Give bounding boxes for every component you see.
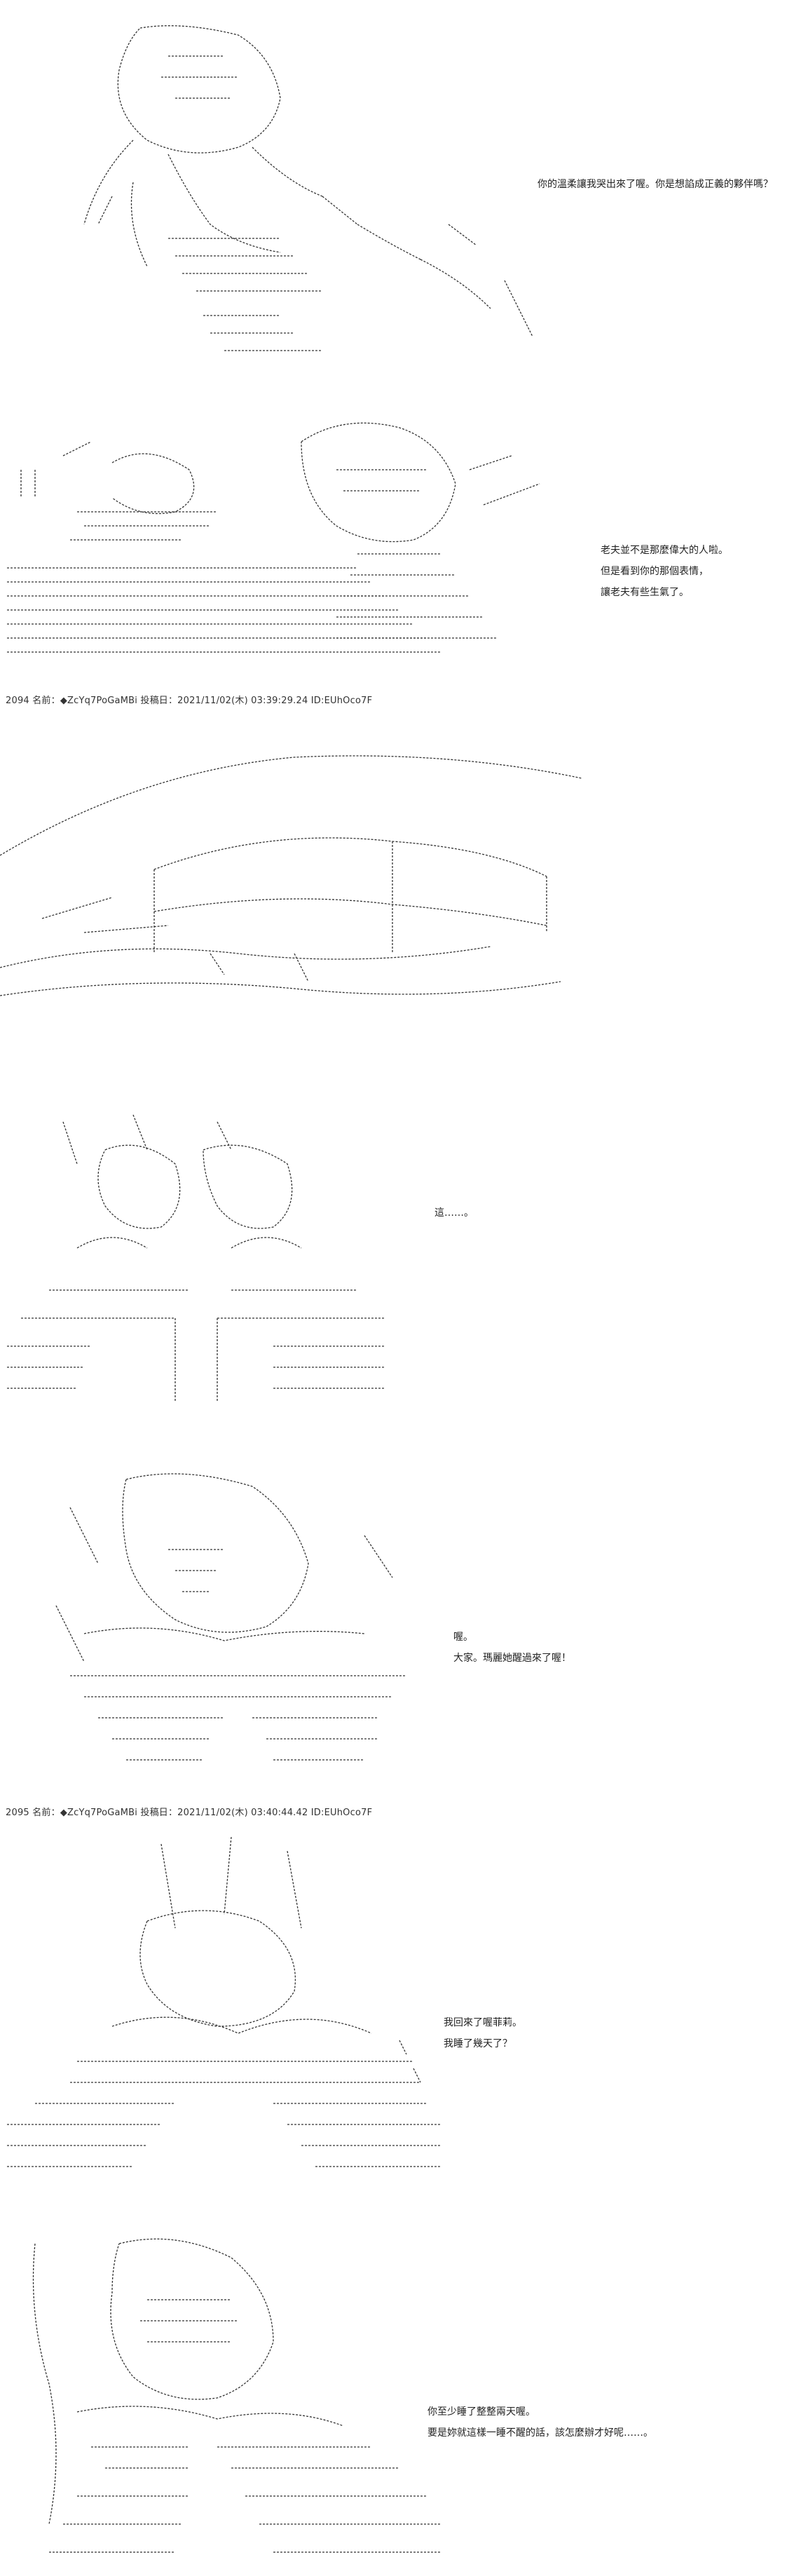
dialogue-line: 喔。 <box>453 1632 473 1643</box>
ascii-art-panel-2 <box>7 422 540 653</box>
dialogue-line: 我睡了幾天了？ <box>444 2038 512 2049</box>
dialogue-line: 要是妳就這樣一睡不醒的話，該怎麼辦才好呢……。 <box>427 2427 653 2439</box>
dialogue-box: 喔。 大家。瑪麗她醒過來了喔！ <box>453 1627 571 1669</box>
ascii-art-panel-5 <box>55 1473 406 1761</box>
ascii-art-panel-6 <box>7 1836 441 2167</box>
dialogue-line: 我回來了喔菲莉。 <box>444 2017 522 2028</box>
post-header: 2094 名前：◆ZcYq7PoGaMBi 投稿日：2021/11/02(木) … <box>6 696 373 706</box>
dialogue-line: 這……。 <box>434 1207 474 1219</box>
dialogue-box: 這……。 <box>434 1202 474 1223</box>
panel-2: 老夫並不是那麼偉大的人啦。 但是看到你的那個表情， 讓老夫有些生氣了。 <box>0 393 808 673</box>
panel-4: 這……。 <box>0 1094 808 1416</box>
dialogue-line: 但是看到你的那個表情， <box>601 566 708 577</box>
dialogue-box: 你至少睡了整整兩天喔。 要是妳就這樣一睡不醒的話，該怎麼辦才好呢……。 <box>427 2401 653 2443</box>
dialogue-box: 老夫並不是那麼偉大的人啦。 但是看到你的那個表情， 讓老夫有些生氣了。 <box>601 540 728 603</box>
dialogue-line: 你至少睡了整整兩天喔。 <box>427 2406 535 2418</box>
dialogue-box: 我回來了喔菲莉。 我睡了幾天了？ <box>444 2012 522 2054</box>
panel-5: 喔。 大家。瑪麗她醒過來了喔！ <box>0 1458 808 1795</box>
dialogue-line: 大家。瑪麗她醒過來了喔！ <box>453 1653 571 1664</box>
dialogue-line: 你的溫柔讓我哭出來了喔。你是想諂成正義的夥伴嗎？ <box>537 179 773 190</box>
panel-7: 你至少睡了整整兩天喔。 要是妳就這樣一睡不醒的話，該怎麼辦才好呢……。 <box>0 2223 808 2573</box>
dialogue-line: 讓老夫有些生氣了。 <box>601 587 689 598</box>
post-header: 2095 名前：◆ZcYq7PoGaMBi 投稿日：2021/11/02(木) … <box>6 1808 373 1818</box>
ascii-art-panel-4 <box>7 1114 385 1402</box>
dialogue-box: 你的溫柔讓我哭出來了喔。你是想諂成正義的夥伴嗎？ <box>537 174 773 195</box>
ascii-art-panel-3 <box>0 755 582 996</box>
dialogue-line: 老夫並不是那麼偉大的人啦。 <box>601 545 728 556</box>
panel-1: 你的溫柔讓我哭出來了喔。你是想諂成正義的夥伴嗎？ <box>0 0 808 365</box>
panel-6: 我回來了喔菲莉。 我睡了幾天了？ <box>0 1823 808 2188</box>
panel-3 <box>0 715 808 1066</box>
ascii-art-panel-1 <box>83 25 533 351</box>
ascii-art-panel-7 <box>32 2238 441 2553</box>
